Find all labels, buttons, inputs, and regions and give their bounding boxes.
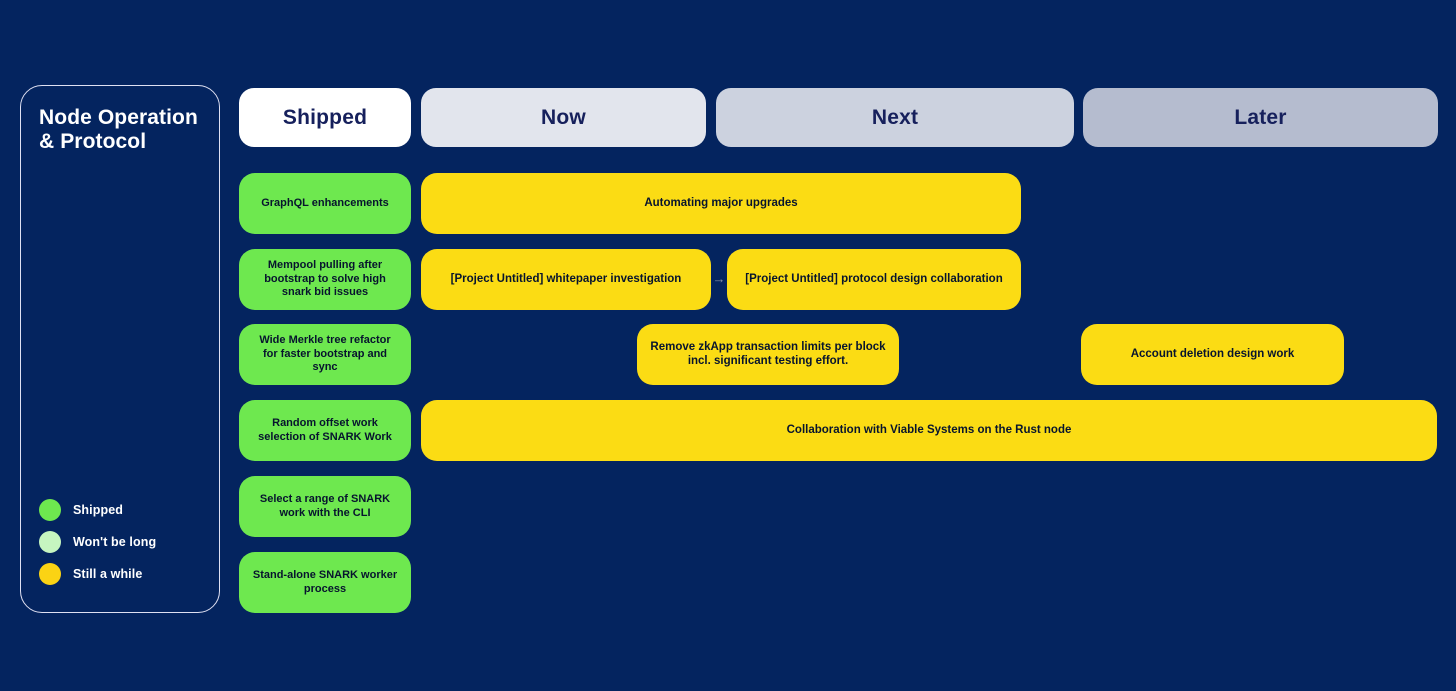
card-shipped-4[interactable]: Random offset work selection of SNARK Wo…	[239, 400, 411, 461]
legend-item: Won't be long	[39, 526, 209, 558]
column-header-shipped[interactable]: Shipped	[239, 88, 411, 147]
card-now-project-untitled-whitepaper[interactable]: [Project Untitled] whitepaper investigat…	[421, 249, 711, 310]
card-next-remove-zkapp-transaction-limits[interactable]: Remove zkApp transaction limits per bloc…	[637, 324, 899, 385]
column-header-later[interactable]: Later	[1083, 88, 1438, 147]
category-panel: Node Operation & Protocol Shipped Won't …	[20, 85, 220, 613]
card-now-later-collaboration-viable-systems[interactable]: Collaboration with Viable Systems on the…	[421, 400, 1437, 461]
legend-dot-wont-be-long	[39, 531, 61, 553]
page-title: Node Operation & Protocol	[39, 106, 198, 153]
legend-label: Won't be long	[73, 535, 157, 549]
card-shipped-5[interactable]: Select a range of SNARK work with the CL…	[239, 476, 411, 537]
legend-item: Still a while	[39, 558, 209, 590]
card-shipped-2[interactable]: Mempool pulling after bootstrap to solve…	[239, 249, 411, 310]
legend-dot-still-a-while	[39, 563, 61, 585]
card-later-account-deletion-design-work[interactable]: Account deletion design work	[1081, 324, 1344, 385]
column-header-next[interactable]: Next	[716, 88, 1074, 147]
legend-item: Shipped	[39, 494, 209, 526]
arrow-right-icon: →	[712, 271, 726, 286]
legend-label: Shipped	[73, 503, 124, 517]
card-shipped-3[interactable]: Wide Merkle tree refactor for faster boo…	[239, 324, 411, 385]
legend-dot-shipped	[39, 499, 61, 521]
card-next-project-untitled-protocol-design[interactable]: [Project Untitled] protocol design colla…	[727, 249, 1021, 310]
card-shipped-6[interactable]: Stand-alone SNARK worker process	[239, 552, 411, 613]
card-now-next-automating-major-upgrades[interactable]: Automating major upgrades	[421, 173, 1021, 234]
legend-label: Still a while	[73, 567, 143, 581]
column-header-now[interactable]: Now	[421, 88, 706, 147]
card-shipped-1[interactable]: GraphQL enhancements	[239, 173, 411, 234]
legend: Shipped Won't be long Still a while	[39, 494, 209, 590]
